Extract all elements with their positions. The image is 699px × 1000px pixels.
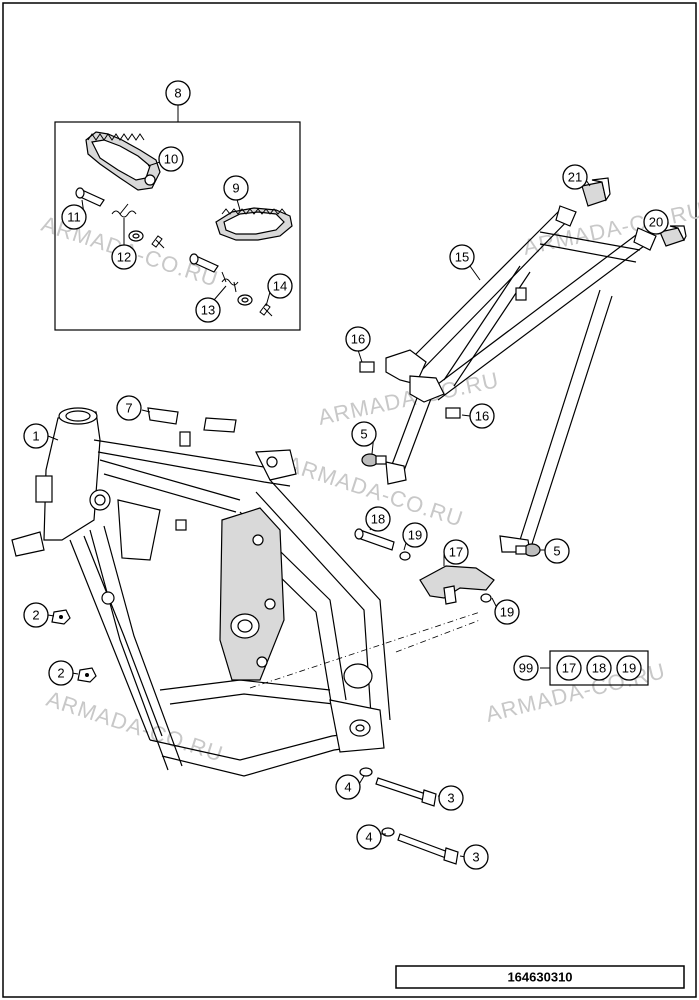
footrest-right-drawing (85, 131, 161, 191)
screw-drawing (359, 361, 461, 419)
callout-7[interactable]: 7 (116, 395, 142, 421)
callouts: 1 2 2 3 3 4 4 5 5 7 8 9 10 11 12 13 14 1… (23, 80, 669, 870)
callout-1[interactable]: 1 (23, 423, 49, 449)
callout-label: 21 (568, 170, 582, 185)
callout-label: 14 (273, 279, 287, 294)
callout-label: 18 (592, 661, 606, 676)
callout-99[interactable]: 99 (513, 655, 539, 681)
callout-17[interactable]: 17 (443, 539, 469, 565)
callout-4[interactable]: 4 (356, 824, 382, 850)
callout-label: 19 (408, 528, 422, 543)
callout-16[interactable]: 16 (345, 326, 371, 352)
tank-pad-drawing (147, 407, 237, 433)
callout-label: 19 (500, 605, 514, 620)
nut-drawing (51, 609, 97, 683)
kit-box (540, 650, 649, 686)
assembly-lines (249, 611, 481, 689)
bumper-drawing (581, 177, 687, 247)
callout-13[interactable]: 13 (195, 297, 221, 323)
callout-label: 2 (32, 608, 39, 623)
watermark: ARMADA-CO.RU (521, 197, 699, 260)
kit-callout-17[interactable]: 17 (556, 655, 582, 681)
callout-20[interactable]: 20 (643, 209, 669, 235)
callout-18[interactable]: 18 (365, 506, 391, 532)
callout-label: 9 (232, 181, 239, 196)
pin-drawing (75, 187, 219, 273)
callout-19[interactable]: 19 (402, 522, 428, 548)
callout-label: 11 (67, 210, 81, 225)
callout-label: 7 (125, 401, 132, 416)
callout-5[interactable]: 5 (351, 421, 377, 447)
footrest-left-drawing (215, 207, 293, 241)
callout-10[interactable]: 10 (158, 146, 184, 172)
callout-label: 3 (447, 791, 454, 806)
callout-label: 99 (519, 661, 533, 676)
callout-label: 17 (562, 661, 576, 676)
callout-3[interactable]: 3 (438, 785, 464, 811)
callout-label: 5 (360, 427, 367, 442)
callout-11[interactable]: 11 (61, 204, 87, 230)
main-frame-drawing (11, 407, 391, 777)
callout-15[interactable]: 15 (449, 244, 475, 270)
footrest-kit-group (54, 104, 301, 331)
watermark: ARMADA-CO.RU (43, 686, 226, 767)
callout-label: 3 (472, 850, 479, 865)
callout-label: 2 (57, 666, 64, 681)
kit-callout-18[interactable]: 18 (586, 655, 612, 681)
callout-label: 17 (449, 545, 463, 560)
callout-label: 19 (622, 661, 636, 676)
callout-4[interactable]: 4 (335, 774, 361, 800)
callout-2[interactable]: 2 (48, 660, 74, 686)
subframe-drawing (385, 205, 657, 553)
callout-label: 16 (351, 332, 365, 347)
callout-label: 4 (344, 780, 351, 795)
callout-label: 12 (117, 250, 131, 265)
drawing-number-box: 164630310 (395, 965, 685, 989)
callout-label: 1 (32, 429, 39, 444)
callout-label: 15 (455, 250, 469, 265)
callout-label: 4 (365, 830, 372, 845)
callout-8[interactable]: 8 (165, 80, 191, 106)
callout-label: 20 (649, 215, 663, 230)
callout-9[interactable]: 9 (223, 175, 249, 201)
callout-2[interactable]: 2 (23, 602, 49, 628)
kit-callout-19[interactable]: 19 (616, 655, 642, 681)
callout-5[interactable]: 5 (544, 538, 570, 564)
bolt-drawing (359, 767, 459, 865)
cotter-pin-drawing (151, 235, 165, 249)
callout-16[interactable]: 16 (469, 403, 495, 429)
callout-19[interactable]: 19 (494, 599, 520, 625)
cotter-pin-drawing (259, 303, 273, 317)
callout-3[interactable]: 3 (463, 844, 489, 870)
callout-12[interactable]: 12 (111, 244, 137, 270)
callout-label: 13 (201, 303, 215, 318)
callout-label: 5 (553, 544, 560, 559)
callout-21[interactable]: 21 (562, 164, 588, 190)
spring-drawing (111, 203, 239, 293)
screw-drawing (361, 453, 541, 557)
callout-label: 16 (475, 409, 489, 424)
callout-label: 8 (174, 86, 181, 101)
callout-14[interactable]: 14 (267, 273, 293, 299)
bracket-drawing (354, 528, 495, 605)
callout-label: 18 (371, 512, 385, 527)
drawing-number: 164630310 (507, 970, 572, 985)
callout-label: 10 (164, 152, 178, 167)
